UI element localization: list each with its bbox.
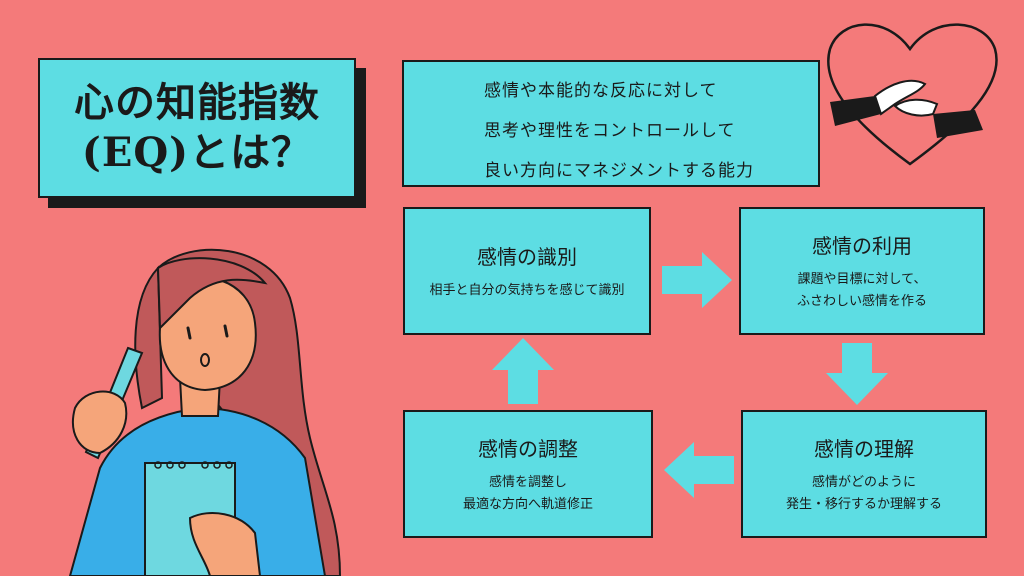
step-identify-desc: 相手と自分の気持ちを感じて識別 — [429, 282, 625, 298]
step-understand-desc-1: 感情がどのように — [811, 474, 916, 490]
step-use-desc-2: ふさわしい感情を作る — [796, 293, 927, 309]
step-understand-title: 感情の理解 — [814, 436, 914, 461]
step-use-title: 感情の利用 — [812, 233, 912, 258]
step-use-desc-1: 課題や目標に対して、 — [797, 271, 927, 287]
arrow-up-icon — [492, 338, 554, 404]
arrow-left-icon — [664, 442, 734, 498]
step-identify-title: 感情の識別 — [477, 244, 577, 269]
arrow-down-icon — [826, 343, 888, 405]
woman-thinking-illustration — [40, 238, 350, 576]
heart-hands-icon — [815, 14, 1005, 174]
intro-panel: 感情や本能的な反応に対して 思考や理性をコントロールして 良い方向にマネジメント… — [402, 60, 820, 187]
intro-line-1: 感情や本能的な反応に対して — [484, 81, 718, 101]
page-title-line2: (EQ)とは？ — [81, 129, 313, 176]
intro-line-3: 良い方向にマネジメントする能力 — [484, 161, 754, 181]
intro-line-2: 思考や理性をコントロールして — [484, 121, 736, 141]
page-title-line1: 心の知能指数 — [74, 79, 320, 126]
arrow-right-icon — [662, 252, 732, 308]
step-regulate: 感情の調整 感情を調整し 最適な方向へ軌道修正 — [403, 410, 653, 538]
step-understand: 感情の理解 感情がどのように 発生・移行するか理解する — [741, 410, 987, 538]
title-panel: 心の知能指数 (EQ)とは？ — [38, 58, 356, 198]
step-use: 感情の利用 課題や目標に対して、 ふさわしい感情を作る — [739, 207, 985, 335]
step-identify: 感情の識別 相手と自分の気持ちを感じて識別 — [403, 207, 651, 335]
step-understand-desc-2: 発生・移行するか理解する — [785, 496, 942, 512]
step-regulate-title: 感情の調整 — [478, 436, 578, 461]
step-regulate-desc-1: 感情を調整し — [488, 474, 567, 490]
step-regulate-desc-2: 最適な方向へ軌道修正 — [462, 496, 593, 512]
